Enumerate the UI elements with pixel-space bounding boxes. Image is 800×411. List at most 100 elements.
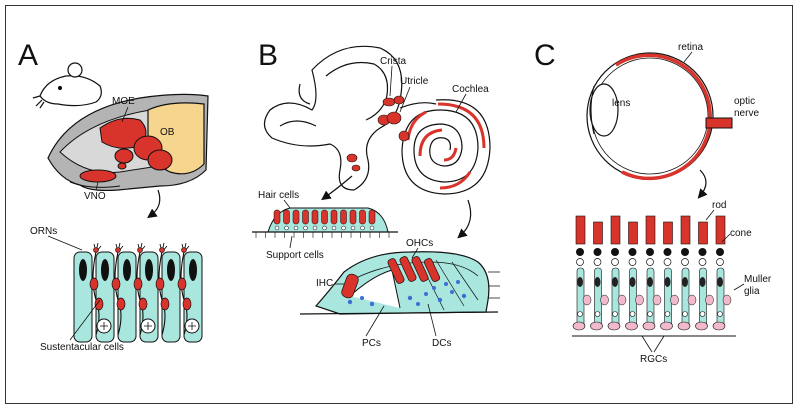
muller-glia [611,267,620,329]
dcs-label: DCs [432,338,451,349]
inner-nucleus [577,277,583,287]
sustentacular-nucleus [101,259,109,281]
hair-cell [302,209,309,225]
basal-cell-mark [188,322,196,330]
amacrine-cell [664,311,671,317]
muller-glia [646,267,655,329]
rod-outer-segment [715,215,726,245]
photoreceptor-nucleus [576,248,584,256]
hair-cell [311,209,319,225]
photoreceptor-nucleus [593,248,602,256]
photoreceptor-nucleus [663,248,672,256]
crista-label: Crista [380,56,407,67]
basal-cell-mark [144,322,152,330]
hair-cell [321,209,328,225]
rgc-cell [590,321,603,331]
photoreceptor-soma [593,258,602,266]
orn-knob [93,247,99,253]
sustentacular-nucleus [145,259,153,281]
inner-nucleus [629,277,636,287]
amacrine-cell [594,311,601,317]
bipolar-cell [722,294,732,306]
support-nucleus [303,225,308,231]
photoreceptor-soma [698,258,707,266]
vestibular-epithelium [252,207,398,238]
bipolar-cell [582,294,592,306]
rgc-cell [607,321,621,331]
cochlea-label: Cochlea [452,84,489,95]
ob-label: OB [160,127,175,138]
hair-cell [340,209,347,225]
inner-nucleus [682,277,688,287]
orn-cell [182,297,192,311]
panel-b: B Crista Ut [252,39,500,349]
optic-nerve-label-2: nerve [734,108,759,119]
sustentacular-nucleus [123,259,131,281]
muller-label-2: glia [744,286,760,297]
support-nucleus [341,225,346,231]
muller-glia [699,267,707,329]
ohcs-label: OHCs [406,238,433,249]
rgc-cell [642,321,656,331]
cochlea-spiral-red [406,102,486,190]
photoreceptor-nucleus [716,248,724,256]
basal-cell-mark [100,322,108,330]
support-nucleus [331,225,337,231]
bipolar-cell [670,294,679,306]
amacrine-cell [612,311,618,317]
cone-outer-segment [698,221,708,245]
photoreceptor-soma [628,258,637,266]
organ-of-corti [299,251,500,315]
pcs-label: PCs [362,338,381,349]
ihc-cell [341,273,359,299]
retina-layer [615,53,712,181]
rgc-cell [677,321,691,331]
inner-nucleus [612,277,618,287]
bipolar-cell [687,294,697,306]
hair-cell [349,209,357,225]
photoreceptor-nucleus [628,248,637,256]
arrow-c [697,169,708,199]
rod-outer-segment [680,215,691,245]
support-nucleus [293,225,299,231]
lens-label: lens [612,98,630,109]
head-section [47,93,209,192]
photoreceptor-soma [681,258,689,266]
bipolar-cell [635,294,644,306]
rod-label: rod [712,200,726,211]
photoreceptor-nucleus [698,248,707,256]
hair-cell [368,209,376,225]
bipolar-cell [600,294,609,306]
ihc-label: IHC [316,278,333,289]
muller-glia [594,267,602,329]
muller-label-1: Muller [744,274,772,285]
amacrine-cell [629,311,636,317]
support-nucleus [284,225,289,231]
panel-a-letter: A [18,39,38,72]
mouse-drawing [32,62,102,109]
orn-knob [181,247,187,253]
cone-label: cone [730,228,752,239]
support-nucleus [360,225,365,231]
rod-outer-segment [645,215,656,245]
orn-knob [137,247,143,253]
orn-cell [138,297,148,311]
hair-cell [292,209,300,225]
inner-nucleus [647,277,653,287]
hair-cell [283,209,290,225]
amacrine-cell [699,311,706,317]
vno-region [79,169,117,183]
amacrine-cell [577,311,583,317]
support-nucleus [350,225,356,231]
orn-cell [177,277,187,291]
orn-cell [133,277,143,291]
rgc-cell [712,321,726,331]
photoreceptor-nucleus [646,248,654,256]
orn-cell [111,277,121,291]
retina-label: retina [678,42,703,53]
sustentacular-nucleus [79,259,87,281]
sustentacular-cell [161,251,181,343]
muller-glia [716,267,725,329]
inner-nucleus [594,277,601,287]
